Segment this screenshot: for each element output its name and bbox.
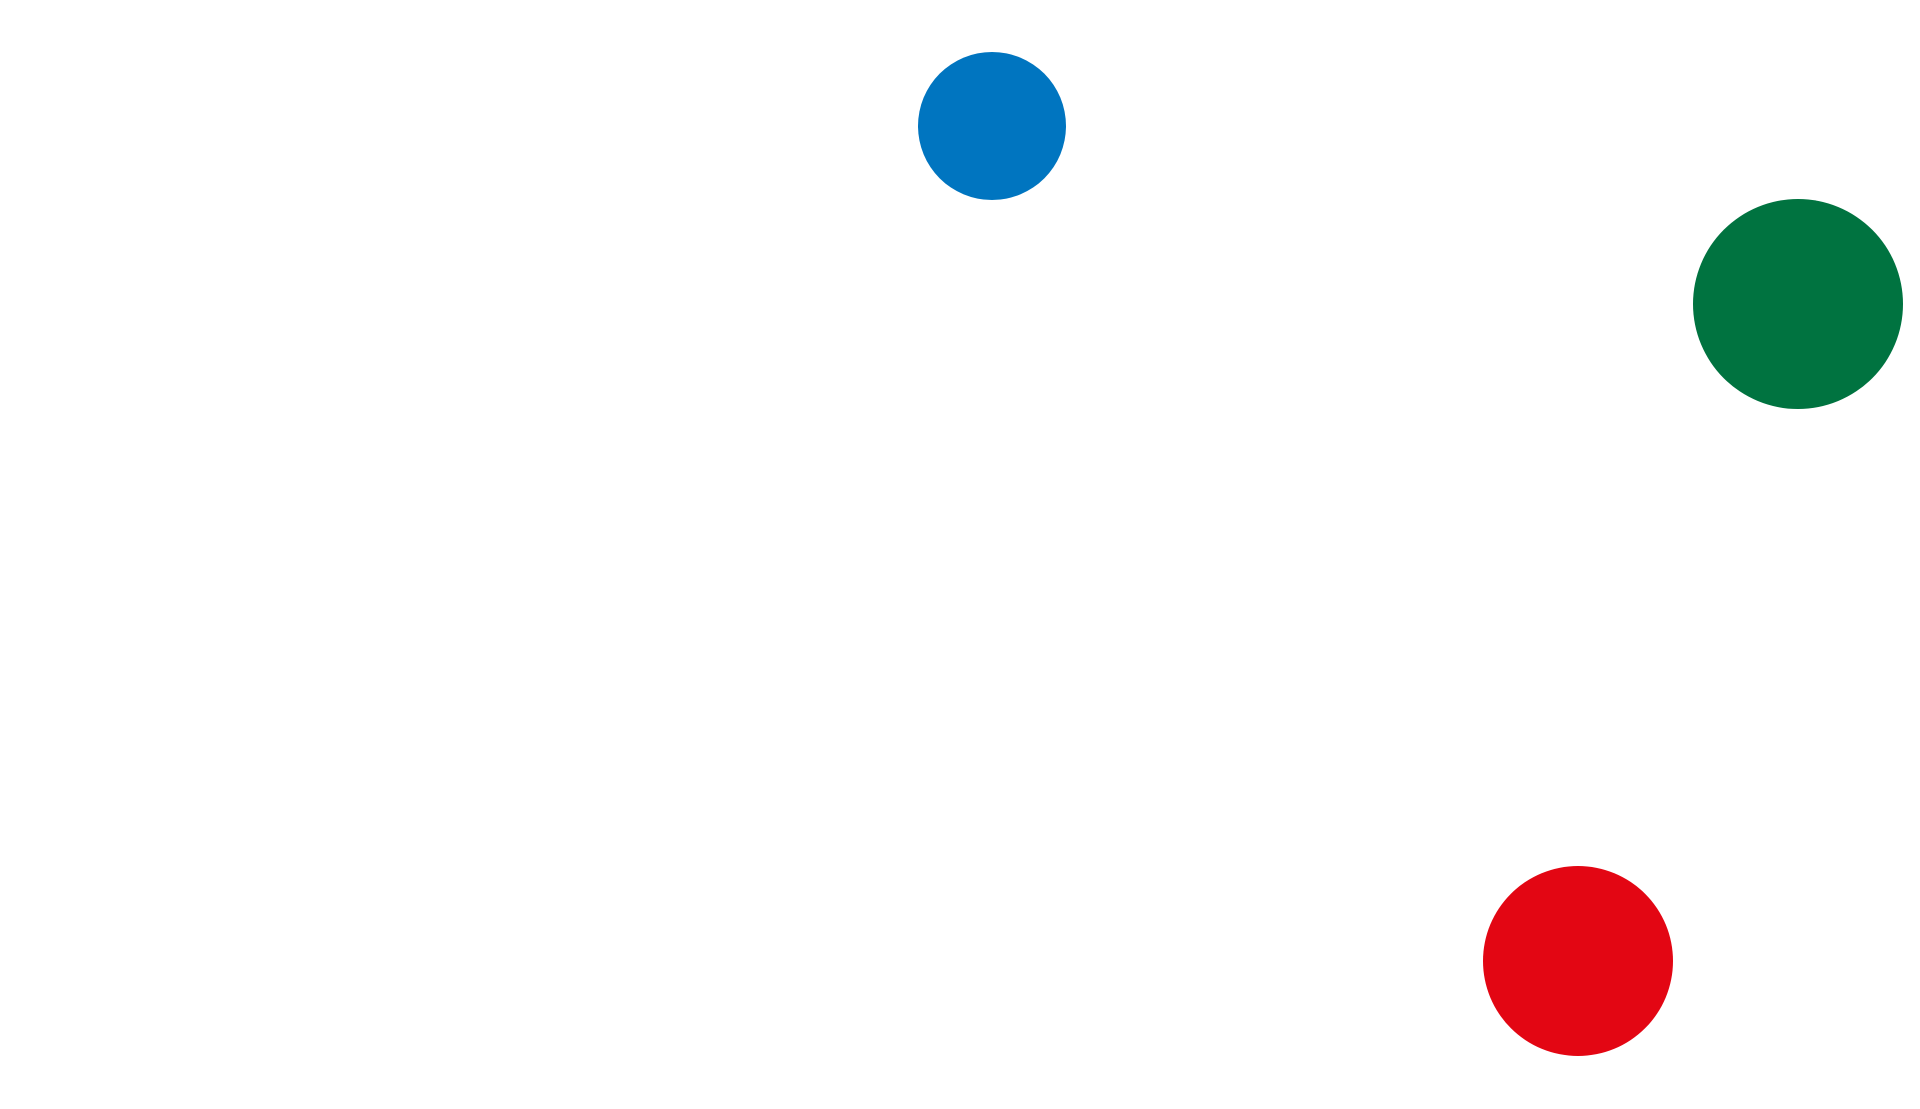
blue-dot bbox=[918, 52, 1066, 200]
green-dot bbox=[1693, 199, 1903, 409]
red-dot bbox=[1483, 866, 1673, 1056]
